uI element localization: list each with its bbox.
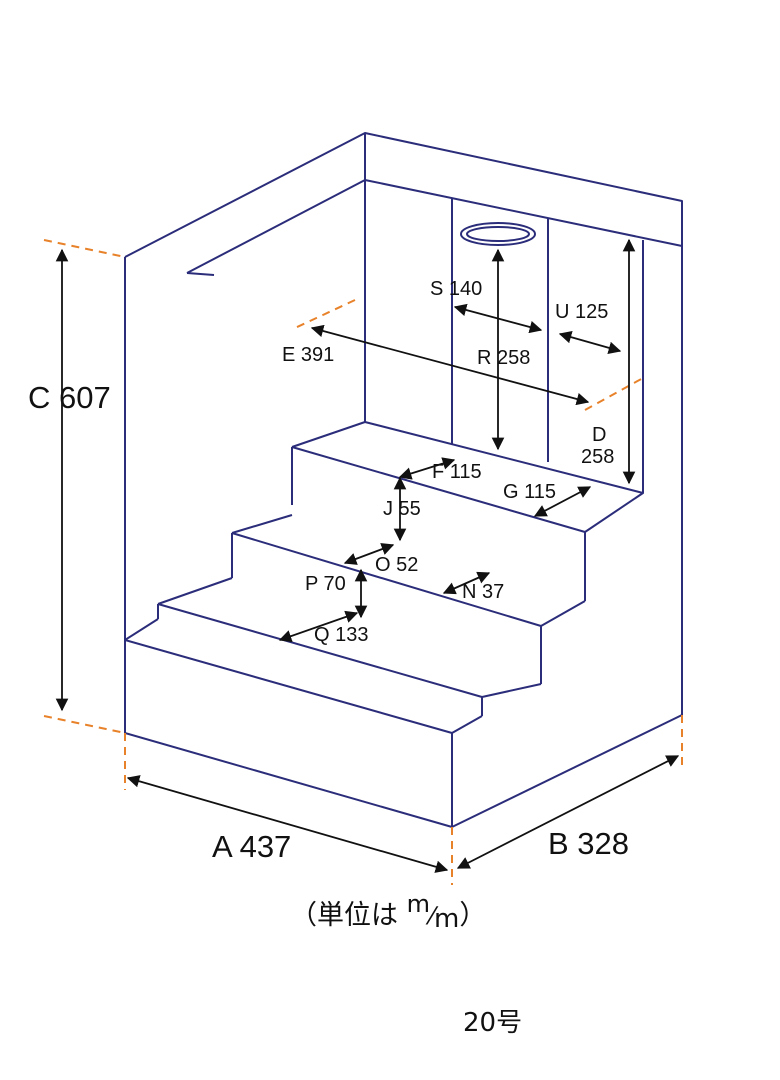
label-R: R 258 [477,347,530,369]
label-D-letter: D [592,424,606,446]
unit-numerator: m [406,890,430,918]
unit-denominator: m [434,904,460,934]
dim-A-arrow [126,775,449,873]
unit-prefix: （単位は [290,900,407,931]
dim-E-arrow [310,324,590,406]
dim-G-arrow [533,486,592,517]
dim-N-arrow [442,571,491,595]
label-C: C 607 [28,380,111,415]
unit-note: （単位は m⁄m） [290,890,487,934]
dim-F-arrow [398,457,456,480]
label-A: A 437 [212,829,291,864]
dim-Q-arrow [278,610,359,643]
label-J: J 55 [383,498,421,520]
dim-O-arrow [343,543,395,565]
label-F: F 115 [432,461,482,483]
dimension-labels: C 607 A 437 B 328 S 140 U 125 E 391 R 25… [28,278,629,864]
label-O: O 52 [375,554,418,576]
model-number: 20号 [463,1008,523,1038]
extension-lines [43,239,683,885]
dim-S-arrow [453,303,543,334]
steps [124,421,644,827]
label-E: E 391 [282,344,334,366]
dim-B-arrow [456,755,680,869]
label-Q: Q 133 [314,624,368,646]
label-U: U 125 [555,301,608,323]
label-G: G 115 [503,481,556,503]
label-B: B 328 [548,826,629,861]
label-N: N 37 [462,581,504,603]
label-S: S 140 [430,278,482,300]
dim-U-arrow [558,331,622,354]
dimension-arrows [55,238,680,873]
label-P: P 70 [305,573,346,595]
unit-suffix: ） [459,900,487,931]
label-D-value: 258 [581,446,614,468]
unit-slash: ⁄ [429,902,434,930]
